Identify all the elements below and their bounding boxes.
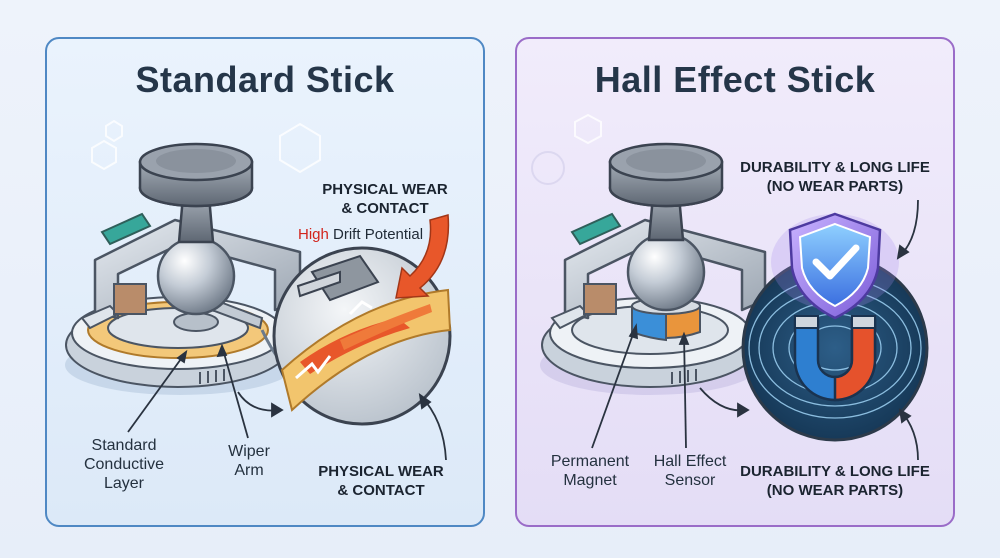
magnet-icon [793,315,877,402]
red-arrow-icon [395,214,450,299]
standard-joystick-icon [65,142,302,395]
label-hall-effect-sensor: Hall Effect Sensor [653,453,727,489]
callout-durability-bottom: DURABILITY & LONG LIFE (NO WEAR PARTS) [740,463,930,499]
callout-physical-wear-bottom: PHYSICAL WEAR & CONTACT [318,463,444,499]
drift-potential-label: High Drift Potential [298,226,424,243]
magnetic-field-magnifier-icon [741,254,929,442]
panel-title: Hall Effect Stick [594,59,876,100]
leader-lines-right [591,199,919,461]
panel-title: Standard Stick [135,59,395,100]
callout-durability-top: DURABILITY & LONG LIFE (NO WEAR PARTS) [740,159,930,195]
callout-physical-wear-top: PHYSICAL WEAR & CONTACT [322,181,448,217]
decorative-hexagons [91,113,602,185]
hall-joystick-icon [540,142,767,395]
label-wiper-arm: Wiper Arm [228,443,270,479]
shield-check-icon [771,212,899,320]
leader-lines-left [127,343,447,461]
label-conductive-layer: Standard Conductive Layer [83,437,165,492]
label-permanent-magnet: Permanent Magnet [550,453,630,489]
